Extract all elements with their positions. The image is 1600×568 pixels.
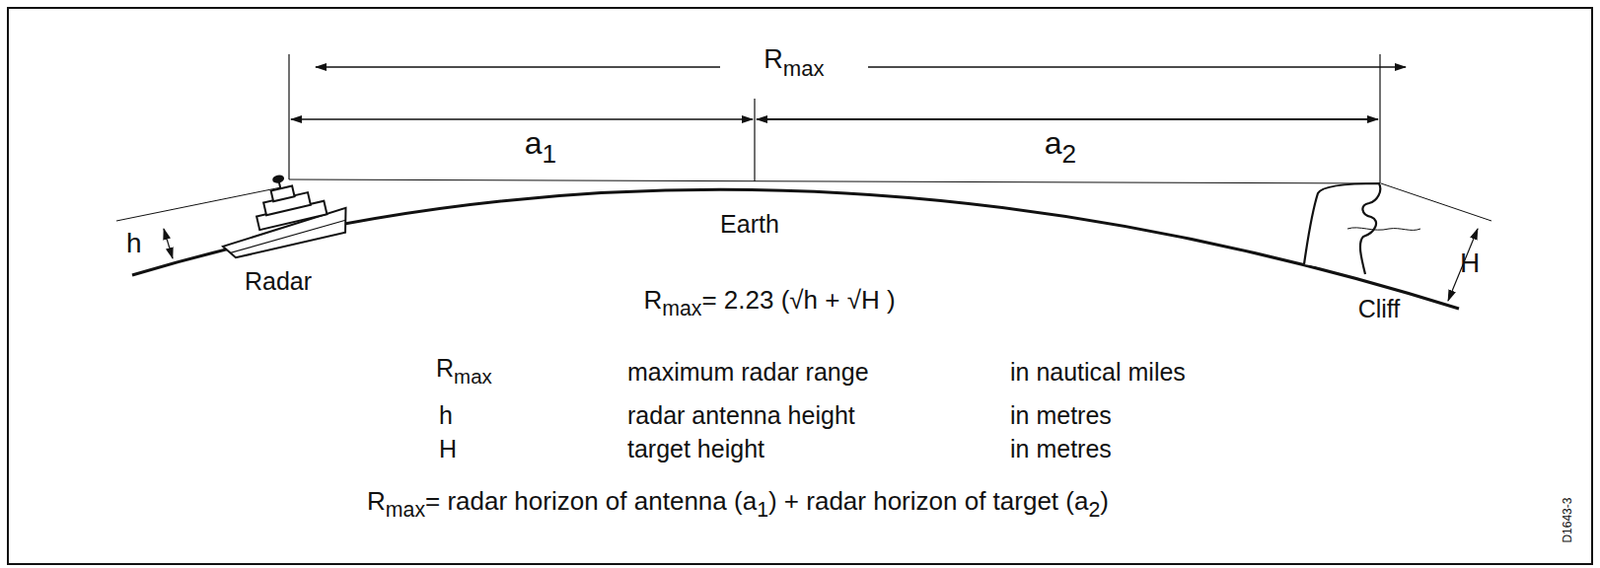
label: radar antenna height — [627, 401, 856, 430]
label: in metres — [1010, 401, 1112, 430]
frame — [7, 7, 1593, 565]
label: H — [438, 435, 457, 463]
text-line: Rmax — [436, 355, 493, 389]
subscript: 2 — [1088, 498, 1100, 522]
text-line: a1 — [524, 126, 557, 169]
dimension-line — [116, 187, 282, 221]
text-line: Rmax= radar horizon of antenna (a1) + ra… — [366, 487, 1109, 523]
label: a — [524, 125, 543, 161]
label: in metres — [1010, 435, 1112, 463]
text-line: radar antenna height — [627, 402, 856, 431]
text-line: target height — [627, 436, 765, 464]
text-line: Rmax — [759, 45, 828, 81]
subscript: 1 — [542, 139, 558, 169]
label: R — [436, 354, 454, 382]
horizon-arrow — [756, 118, 1379, 121]
sight-line — [289, 179, 1381, 184]
text-line: in metres — [1010, 436, 1112, 464]
label: a — [1074, 486, 1089, 516]
subscript: max — [453, 364, 493, 388]
label: a — [742, 486, 757, 516]
text-line: maximum radar range — [627, 359, 870, 387]
subscript: 1 — [756, 498, 769, 522]
text-line: in nautical miles — [1010, 359, 1186, 387]
figure-code-text: D1643-3 — [1560, 498, 1575, 544]
text-line: H — [1459, 248, 1480, 280]
text-line: H — [438, 436, 457, 464]
ref-line — [288, 54, 290, 180]
label: maximum radar range — [627, 358, 870, 386]
label: Earth — [720, 210, 780, 238]
text-line: Rmax= 2.23 (√h + √H ) — [643, 286, 895, 322]
text-line: h — [438, 402, 453, 431]
label: R — [763, 44, 784, 74]
text-line: Radar — [244, 268, 312, 296]
text-line: a2 — [1044, 126, 1077, 169]
range-arrow — [315, 66, 721, 69]
subscript: max — [783, 56, 825, 81]
range-arrow — [868, 66, 1406, 69]
dimension-line — [1381, 183, 1492, 221]
label: = radar horizon of antenna ( — [425, 486, 743, 516]
subscript: 2 — [1062, 139, 1078, 169]
label: = 2.23 (√h + √H ) — [701, 285, 895, 315]
label: h — [438, 401, 453, 430]
label: target height — [627, 435, 765, 463]
text-line: in metres — [1010, 402, 1112, 431]
text-line: Earth — [720, 211, 780, 239]
text-line: h — [126, 228, 143, 260]
text-line: Cliff — [1358, 295, 1401, 324]
label: a — [1044, 125, 1063, 161]
label: h — [126, 227, 143, 259]
subscript: max — [661, 296, 702, 321]
label: R — [366, 486, 386, 516]
figure-code: D1643-3 — [1561, 498, 1575, 544]
label: Radar — [244, 267, 312, 295]
label: H — [1459, 247, 1480, 279]
cliff — [1304, 183, 1421, 275]
label: Cliff — [1358, 294, 1401, 323]
horizon-arrow — [290, 118, 753, 121]
label: ) — [1099, 486, 1109, 516]
label: R — [643, 285, 662, 315]
label: in nautical miles — [1010, 358, 1186, 386]
ref-line — [753, 98, 755, 182]
ref-line — [1379, 54, 1381, 184]
ship — [210, 162, 352, 260]
label: ) + radar horizon of target ( — [768, 486, 1075, 516]
dimension-arrow — [163, 228, 173, 259]
subscript: max — [385, 498, 426, 522]
